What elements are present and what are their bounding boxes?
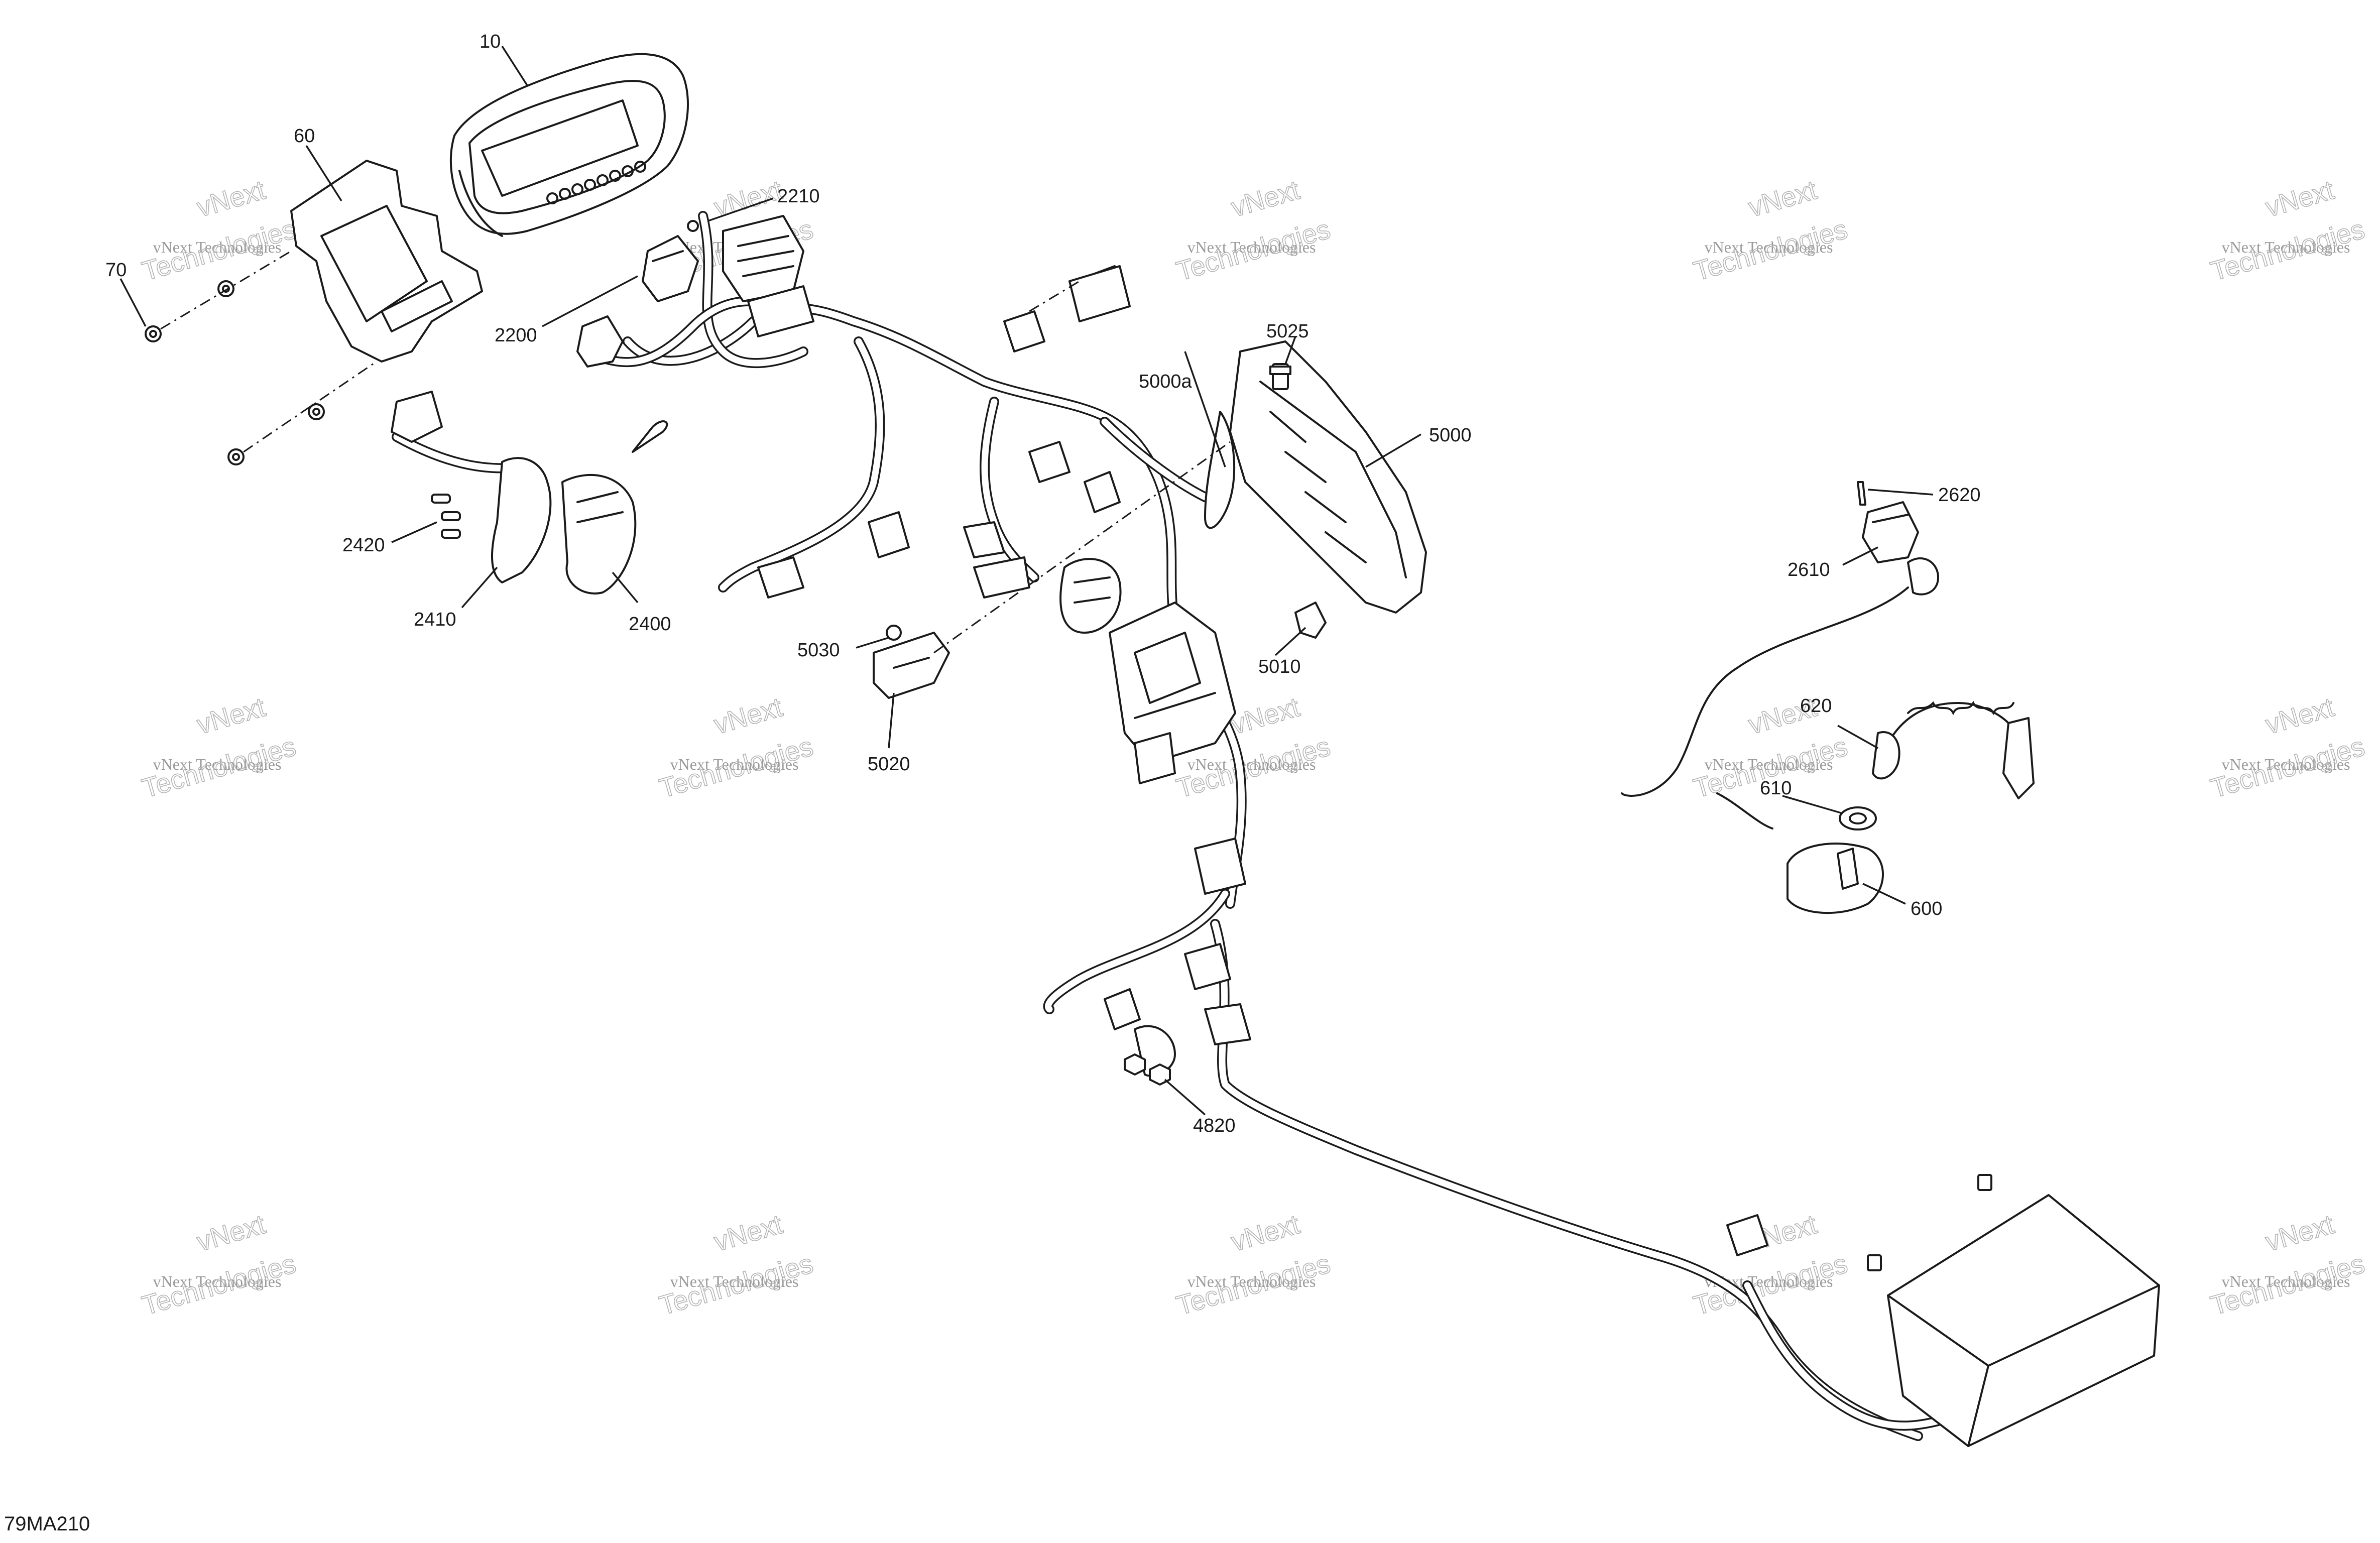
relay-box [1109,602,1236,784]
wiring-harness [392,211,1943,1441]
watermark-brand: vNext [2263,692,2337,740]
harness-connectors [757,265,1251,1077]
terminal-nuts [1124,1053,1171,1086]
callout-2410: 2410 [414,609,456,630]
watermark-brand: vNext [194,1209,269,1257]
watermark-line1: vNext Technologies [2222,238,2350,256]
watermark-brand: vNext [1228,175,1303,223]
watermark-brand: vNext [711,1209,786,1257]
switch-600 [1787,843,1884,914]
watermark-line1: vNext Technologies [670,1272,799,1290]
engine-control-module [1204,340,1427,614]
callout-labels: 10 60 70 2210 2200 5025 5000a 5000 2620 … [105,31,1981,1136]
tether-cord-620 [1872,700,2035,799]
callout-2200: 2200 [495,325,537,346]
ignition-coil [1059,558,1122,634]
watermark-line1: vNext Technologies [1705,755,1833,773]
watermark-line1: vNext Technologies [2222,755,2350,773]
watermark-line1: vNext Technologies [670,755,799,773]
watermark-line1: vNext Technologies [153,238,282,256]
callout-2210: 2210 [777,186,820,207]
callout-610: 610 [1760,778,1792,799]
watermark-brand: vNext [2263,1209,2337,1257]
watermark-brand: vNext [2263,175,2337,223]
watermark-line1: vNext Technologies [153,755,282,773]
watermark-line1: vNext Technologies [1187,755,1316,773]
leader-lines [120,46,1934,1116]
watermark-line1: vNext Technologies [153,1272,282,1290]
watermark-line1: vNext Technologies [2222,1272,2350,1290]
connector-2200 [576,235,699,368]
nut-610 [1839,806,1877,830]
watermark-line1: vNext Technologies [1187,238,1316,256]
screw-set [145,250,377,465]
instrument-cluster-display [449,53,689,237]
callout-620: 620 [1800,695,1832,717]
callout-600: 600 [1911,898,1942,919]
watermark-line1: vNext Technologies [1187,1272,1316,1290]
watermark-brand: vNext [1745,175,1820,223]
ecu-bolt [1269,363,1291,390]
callout-60: 60 [294,126,315,147]
callout-2420: 2420 [342,535,385,556]
connector-2210 [687,215,814,337]
callout-5000: 5000 [1429,425,1472,446]
callout-5025: 5025 [1266,321,1309,342]
cluster-bracket [290,160,483,363]
indicator-lights [546,161,646,204]
sensor-bracket-5020 [873,625,950,699]
watermark-brand: vNext [1228,692,1303,740]
battery [1726,1174,2160,1447]
watermark-brand: vNext [194,692,269,740]
watermark-line1: vNext Technologies [1705,238,1833,256]
watermark-brand: vNext [1228,1209,1303,1257]
callout-2620: 2620 [1938,485,1981,506]
callout-5010: 5010 [1258,656,1301,677]
callout-5000a: 5000a [1139,371,1193,392]
fuse-connector [1068,265,1131,322]
callout-4820: 4820 [1193,1115,1236,1136]
callout-2400: 2400 [629,614,671,635]
callout-5030: 5030 [797,640,840,661]
drawing-code: 79MA210 [4,1513,90,1535]
callout-5020: 5020 [868,754,910,775]
callout-70: 70 [105,260,127,281]
callout-2610: 2610 [1788,559,1830,580]
pin-2620 [1857,481,1866,506]
watermark-brand: vNext [711,692,786,740]
switch-assembly [391,391,668,595]
callout-10: 10 [480,31,501,52]
watermark-brand: vNext [194,175,269,223]
